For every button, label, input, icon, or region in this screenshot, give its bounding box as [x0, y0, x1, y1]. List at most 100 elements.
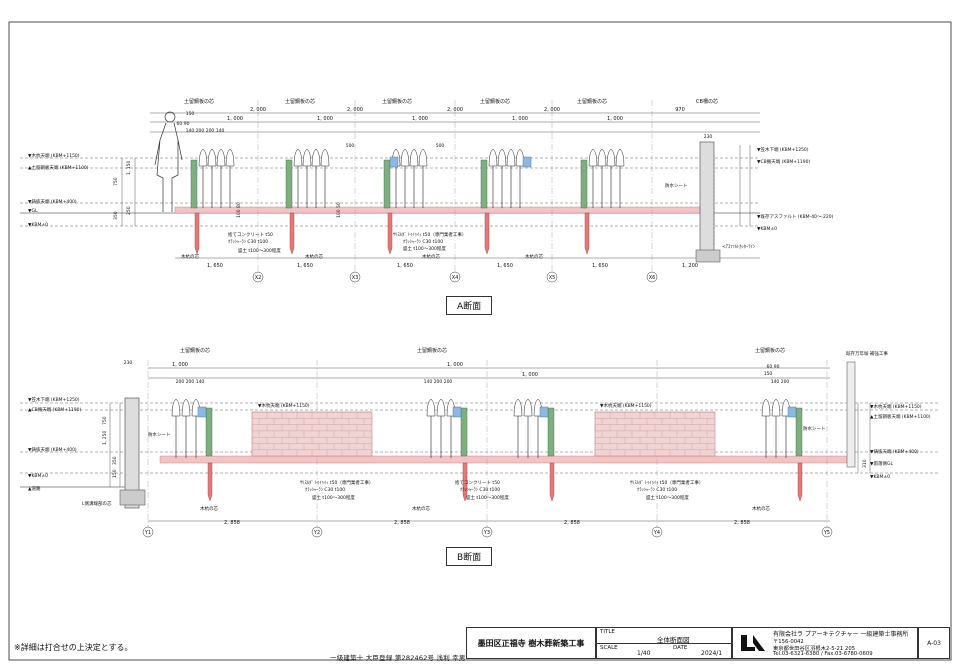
post-dim: 500	[436, 143, 445, 149]
post-dim: 150	[186, 111, 195, 117]
grid-mark: Y3	[483, 530, 490, 536]
post-cap	[426, 398, 436, 417]
gravel-column	[205, 407, 213, 457]
wood-pile	[194, 212, 200, 255]
callout: 木杭の芯	[305, 253, 323, 260]
grid-mark: X4	[452, 275, 459, 281]
level-label: ▼KBM±0	[28, 473, 48, 479]
planter-unit	[190, 148, 235, 255]
top-label: 土留鋼板の芯	[417, 347, 447, 354]
top-label: 土留鋼板の芯	[382, 98, 412, 105]
callout: ｸﾗｯｼｬｰﾗﾝ C30 t100	[228, 239, 268, 245]
right-level: ▲土留鋼板天端 (KBM+1100)	[870, 413, 931, 420]
gravel-column	[547, 407, 555, 457]
architect-registration: 一級建築士 大臣登録 第282462号 浅利 幸男	[330, 654, 466, 662]
existing-wall	[846, 361, 856, 468]
post-cap	[320, 148, 330, 167]
title-label: TITLE	[600, 629, 615, 635]
planter-unit	[171, 398, 213, 502]
title-block-project: 墨田区正福寺 樹木葬新築工事	[466, 627, 596, 659]
gravel-column	[190, 159, 198, 209]
callout: 防水シート	[148, 431, 171, 438]
bottom-dim: 1, 650	[592, 263, 608, 269]
bottom-dim: 1, 200	[682, 263, 698, 269]
level-label: ▼笠木下端 (KBM+1250)	[28, 396, 80, 403]
callout: ｸﾗｯｼｬｰﾗﾝ C30 t100	[305, 487, 345, 493]
section-a-caption: A断面	[446, 296, 493, 315]
company-logo-icon	[741, 635, 765, 651]
bottom-dim: 1, 650	[207, 263, 223, 269]
post-cap	[400, 148, 410, 167]
bottom-dim: 1, 650	[497, 263, 513, 269]
top-label: CB柵の芯	[696, 98, 718, 105]
wood-pile	[207, 462, 213, 502]
blue-marker	[787, 406, 797, 418]
project-name: 墨田区正福寺 樹木葬新築工事	[477, 638, 585, 648]
grid-mark: X2	[255, 275, 262, 281]
scale-label: SCALE	[600, 645, 618, 651]
callout: ｸﾗｯｼｬｰﾗﾝ C30 t100	[637, 487, 677, 493]
sheet-number-box: A-03	[918, 627, 950, 659]
wood-pile	[549, 462, 555, 502]
post-cap	[302, 148, 312, 167]
wood-pile	[289, 212, 295, 255]
callout: 木杭の芯	[181, 253, 199, 260]
grid-bubble	[311, 526, 323, 538]
post-cap	[225, 148, 235, 167]
right-level: ▼鋳抜天端 (KBM+400)	[870, 448, 919, 455]
title-block-company: 有限会社ラ プアーキテクチャー 一級建築士事務所 〒156-0042 東京都世田…	[732, 627, 918, 659]
planter-unit	[761, 398, 803, 502]
callout: ｸﾗｯｼｬｰﾗﾝ C30 t100	[460, 487, 500, 493]
callout: 盛土 t100～300程度	[466, 494, 509, 501]
vert-dim: 150	[112, 469, 118, 478]
date-value: 2024/1	[701, 650, 723, 657]
scale-value: 1/40	[637, 650, 651, 657]
grid-bubble	[449, 271, 461, 283]
sub-dim: 140 200	[771, 379, 790, 385]
post-dim: 60 90	[177, 121, 190, 127]
grid-bubble	[252, 271, 264, 283]
top-dim: 2, 000	[347, 107, 363, 113]
callout: <ｱｽﾌｧﾙﾄｶｯﾀｰﾗｲﾝ	[722, 244, 756, 250]
top-dim: 2, 000	[250, 107, 266, 113]
top-label: 土留鋼板の芯	[184, 98, 214, 105]
company-tel: Tel.03-6321-6380 / Fax.03-6780-0609	[773, 651, 873, 657]
sub-dim: 1, 000	[412, 116, 428, 122]
section-b-caption: B断面	[446, 547, 493, 566]
post-cap	[506, 148, 516, 167]
callout: ｻﾘｽﾙﾀﾞ ﾄｩｲｩｲｨ t50（専門業者工事）	[300, 479, 373, 486]
vert-dim: 350	[113, 211, 119, 220]
footer-note: ※詳細は打合せの上決定とする。	[14, 643, 133, 652]
bottom-dim: 1, 650	[397, 263, 413, 269]
planter-unit	[426, 398, 468, 502]
brick-wall-left	[251, 411, 373, 457]
bottom-dim: 2, 858	[394, 520, 410, 526]
callout: 捨てコンクリート t50	[228, 231, 273, 238]
right-level: ▼CB擁天端 (KBM+1190)	[757, 158, 811, 165]
callout: 盛土 t100～300程度	[312, 494, 355, 501]
bottom-dim: 1, 650	[297, 263, 313, 269]
gravel-column	[383, 159, 391, 209]
wood-pile	[462, 462, 468, 502]
callout: ｸﾗｯｼｬｰﾗﾝ C30 t100	[403, 239, 443, 245]
wood-pile	[584, 212, 590, 255]
brick-courses	[251, 411, 715, 457]
post-dim: 230	[124, 360, 133, 366]
vert-dim: 250	[126, 206, 132, 215]
level-label: ▲道路	[28, 485, 41, 492]
callout: 木杭の芯	[422, 253, 440, 260]
post-dim: 140 200 200 140	[186, 128, 225, 134]
blue-marker	[452, 406, 462, 418]
blue-marker	[522, 156, 532, 168]
post-cap	[588, 148, 598, 167]
post-cap	[597, 148, 607, 167]
top-dim: 2, 000	[544, 107, 560, 113]
gravel-column	[480, 159, 488, 209]
callout: 木杭の芯	[412, 505, 430, 512]
brick-wall-right	[594, 411, 716, 457]
top-label: 土留鋼板の芯	[180, 347, 210, 354]
top-label: 土留鋼板の芯	[577, 98, 607, 105]
grid-bubble	[349, 271, 361, 283]
blue-marker	[197, 406, 207, 418]
